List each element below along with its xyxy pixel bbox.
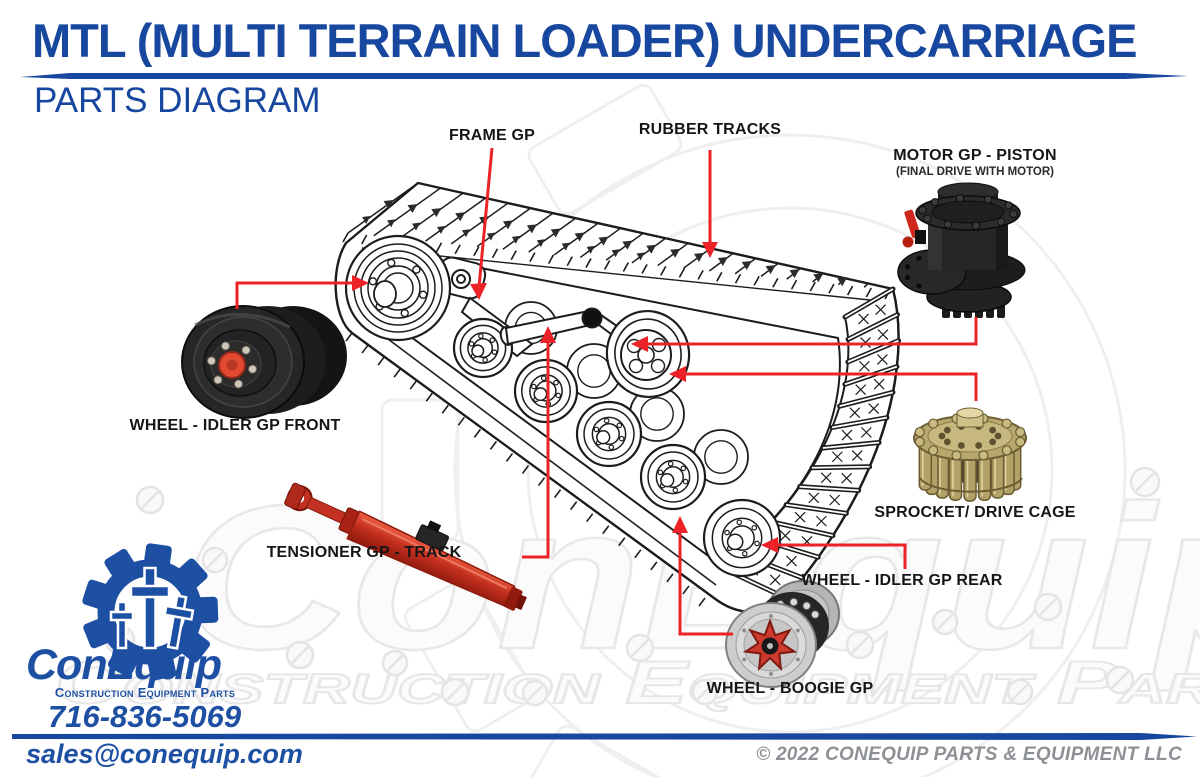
wheel-boogie-photo [725, 580, 840, 688]
leader-lines [235, 147, 978, 636]
arrow-tensioner-icon [540, 326, 556, 343]
footer-rule [12, 733, 1197, 740]
arrow-idler-front-icon [352, 275, 369, 291]
label-motor-gp-sub: (FINAL DRIVE WITH MOTOR) [895, 166, 1055, 178]
lattice-outer-edge [785, 288, 900, 599]
label-wheel-idler-front: WHEEL - IDLER GP FRONT [129, 417, 341, 434]
leader-motor [647, 317, 978, 346]
top-tread-lines [347, 182, 891, 290]
label-motor-gp: MOTOR GP - PISTON [893, 147, 1057, 164]
leader-boogie [678, 532, 733, 636]
brand-gear-logo [82, 543, 219, 681]
brand-email: sales@conequip.com [26, 739, 303, 769]
label-tensioner-gp: TENSIONER GP - TRACK [266, 544, 462, 561]
track-carcass-line [361, 247, 871, 301]
leader-arrowheads [352, 242, 778, 553]
logo-crosses-icon [109, 566, 195, 650]
leader-sprocket [685, 372, 978, 401]
arrow-frame-icon [470, 283, 487, 300]
sprocket-cage-photo [913, 407, 1027, 502]
arrow-motor-icon [631, 336, 648, 352]
title-underline [20, 73, 1188, 79]
label-wheel-idler-rear: WHEEL - IDLER GP REAR [801, 572, 1003, 589]
track-bottom-inner-line [367, 323, 717, 586]
motor-red-lever [902, 209, 926, 248]
motor-photo [897, 182, 1026, 318]
leader-frame [477, 147, 494, 288]
road-wheels-drawing [452, 317, 782, 578]
leader-idler-front [235, 281, 353, 309]
label-wheel-boogie: WHEEL - BOOGIE GP [706, 680, 874, 697]
watermark-tagline: Construction Equipment Parts [55, 649, 1200, 716]
arrow-boogie-icon [672, 516, 688, 533]
brand-name: ConEquip [26, 641, 222, 689]
copyright-text: © 2022 CONEQUIP PARTS & EQUIPMENT LLC [756, 744, 1182, 765]
leader-tensioner [522, 342, 550, 559]
page-title: MTL (MULTI TERRAIN LOADER) UNDERCARRIAGE [32, 14, 1137, 67]
label-rubber-tracks: RUBBER TRACKS [638, 121, 782, 138]
leader-idler-rear [777, 543, 907, 569]
brand-phone: 716-836-5069 [48, 699, 242, 734]
brand-tagline: Construction Equipment Parts [54, 685, 236, 700]
label-frame-gp: FRAME GP [448, 127, 536, 144]
page-subtitle: PARTS DIAGRAM [34, 81, 321, 120]
arrow-rubber-icon [702, 242, 718, 258]
tensioner-photo [284, 482, 527, 611]
arrow-idler-rear-icon [761, 537, 778, 553]
arrow-sprocket-icon [669, 366, 686, 382]
front-idler-drawing [344, 234, 452, 342]
top-tread-lugs [362, 200, 848, 287]
bottom-edge-lugs [345, 332, 706, 607]
label-sprocket-drive-cage: SPROCKET/ DRIVE CAGE [874, 504, 1076, 521]
wheel-idler-front-photo [181, 305, 347, 419]
